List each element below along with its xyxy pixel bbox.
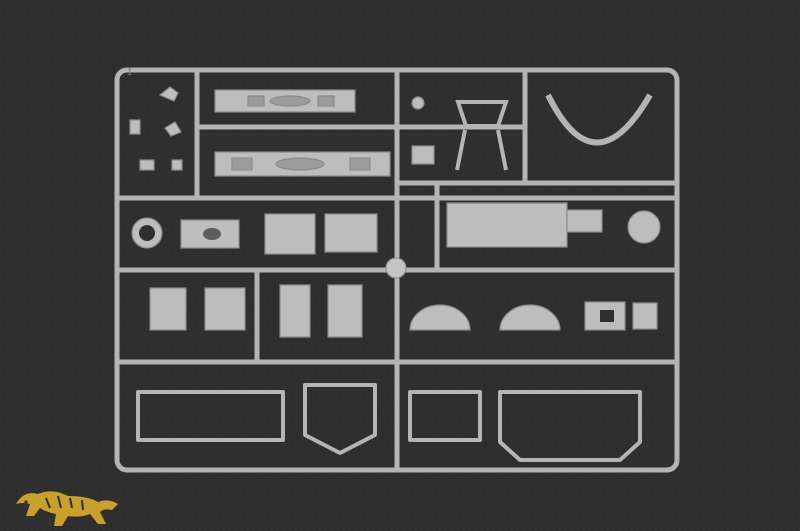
parts bbox=[129, 86, 661, 338]
sprue-letter: I bbox=[127, 68, 133, 78]
bottom-outline-parts bbox=[136, 383, 642, 462]
tiger-logo-icon bbox=[16, 491, 118, 526]
sprue-frame bbox=[114, 67, 680, 473]
